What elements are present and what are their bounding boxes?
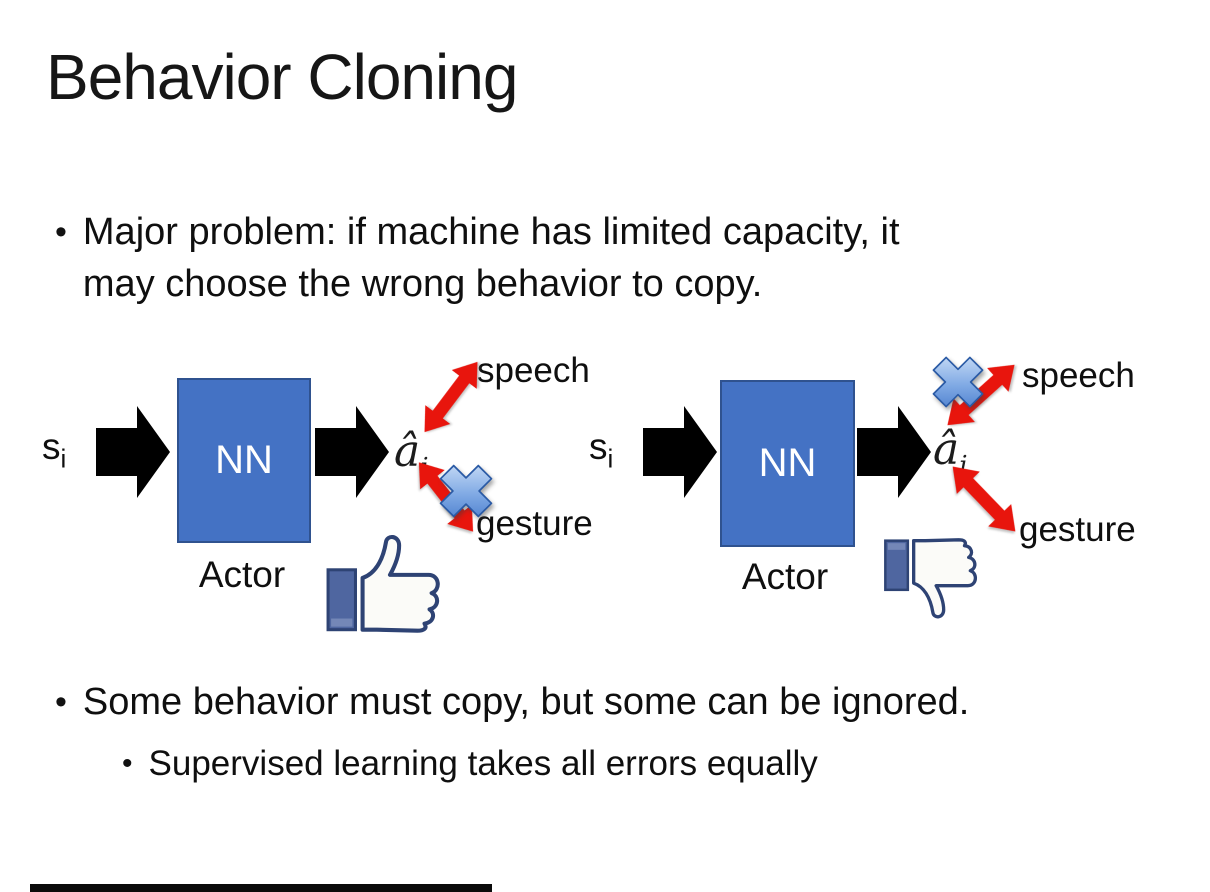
left-nn-label: NN bbox=[215, 438, 273, 482]
left-actor-label: Actor bbox=[198, 554, 286, 595]
black-arrow-icon bbox=[315, 406, 389, 498]
right-nn-box: NN bbox=[720, 380, 855, 547]
right-input-state-label: si bbox=[589, 426, 614, 474]
left-nn-box: NN bbox=[177, 378, 311, 543]
left-gesture-label: gesture bbox=[476, 504, 593, 543]
left-input-state-label: si bbox=[42, 426, 67, 474]
page-title: Behavior Cloning bbox=[46, 41, 518, 113]
black-arrow-icon bbox=[857, 406, 931, 498]
bullet-some-behavior: • Some behavior must copy, but some can … bbox=[55, 676, 969, 728]
thumbs-up-icon bbox=[326, 535, 440, 633]
bullet-major-line1: Major problem: if machine has limited ca… bbox=[82, 211, 900, 253]
thumbs-down-icon bbox=[884, 538, 977, 619]
bullet-glyph: • bbox=[55, 683, 67, 721]
bullet-major-problem: • Major problem: if machine has limited … bbox=[55, 206, 900, 310]
blue-cross-icon bbox=[439, 464, 493, 518]
red-double-arrow-icon bbox=[424, 361, 478, 433]
right-actor-label: Actor bbox=[741, 556, 829, 597]
right-output-action-label: âi bbox=[933, 424, 968, 481]
bullet-supervised-learning: • Supervised learning takes all errors e… bbox=[122, 740, 818, 788]
right-speech-label: speech bbox=[1022, 356, 1135, 395]
black-arrow-icon bbox=[96, 406, 170, 498]
left-speech-label: speech bbox=[477, 351, 590, 390]
black-arrow-icon bbox=[643, 406, 717, 498]
red-double-arrow-icon bbox=[952, 466, 1016, 532]
right-gesture-label: gesture bbox=[1019, 510, 1136, 549]
bottom-media-strip bbox=[30, 884, 492, 892]
right-nn-label: NN bbox=[758, 441, 817, 485]
bullet-glyph: • bbox=[55, 213, 67, 251]
bullet-major-line2: may choose the wrong behavior to copy. bbox=[82, 263, 763, 305]
blue-cross-icon bbox=[932, 356, 984, 408]
bullet-glyph: • bbox=[122, 747, 133, 780]
